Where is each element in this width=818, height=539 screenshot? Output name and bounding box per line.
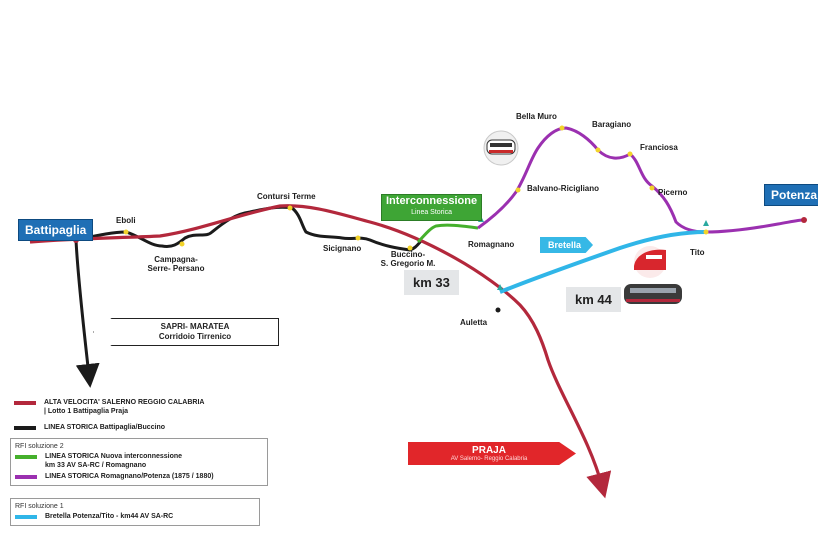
legend-swatch-linea-storica [14, 426, 36, 430]
station-dots [123, 125, 709, 251]
legend-text-interconnessione: LINEA STORICA Nuova interconnessione km … [45, 453, 183, 469]
legend-text-romagnano-potenza: LINEA STORICA Romagnano/Potenza (1875 / … [45, 473, 214, 480]
station-dot-campagna [179, 241, 185, 247]
legend-group-soluzione-2: RFI soluzione 2 LINEA STORICA Nuova inte… [10, 438, 268, 486]
station-dot-bella-muro [559, 125, 565, 131]
interconnessione-line [416, 223, 479, 244]
praja-box: PRAJA AV Salerno- Reggio Calabria [408, 442, 576, 465]
station-label-romagnano: Romagnano [468, 240, 515, 249]
junction-pins [478, 216, 709, 290]
station-dot-buccino [407, 245, 413, 251]
sapri-branch-line [74, 239, 100, 388]
legend-swatch-alta-velocita [14, 401, 36, 405]
auletta-dot [495, 307, 501, 313]
station-label-tito: Tito [690, 248, 705, 257]
station-label-baragiano: Baragiano [592, 120, 632, 129]
train-icon-frecciarossa [634, 246, 666, 278]
train-icon-italo [624, 284, 682, 304]
interconnessione-title: Interconnessione [386, 195, 478, 207]
station-label-franciosa: Franciosa [640, 143, 678, 152]
station-label-contursi: Contursi Terme [257, 192, 316, 201]
legend-swatch-bretella [15, 515, 37, 519]
km-33-box: km 33 [404, 270, 459, 295]
km-44-box: km 44 [566, 287, 621, 312]
legend-swatch-romagnano-potenza [15, 475, 37, 479]
station-label-sicignano: Sicignano [323, 244, 362, 253]
station-label-bella-muro: Bella Muro [516, 112, 557, 121]
pin-km44 [497, 284, 503, 290]
station-dot-tito [703, 229, 709, 235]
sapri-line1: SAPRI- MARATEA [160, 322, 230, 331]
station-label-eboli: Eboli [116, 216, 136, 225]
legend-swatch-interconnessione [15, 455, 37, 459]
station-dot-baragiano [595, 147, 601, 153]
legend-head-soluzione-1: RFI soluzione 1 [15, 503, 64, 510]
station-label-buccino: Buccino- S. Gregorio M. [380, 250, 436, 268]
station-dot-sicignano [355, 235, 361, 241]
interconnessione-subtitle: Linea Storica [411, 209, 452, 216]
legend-row-linea-storica: LINEA STORICA Battipaglia/Buccino [14, 423, 165, 432]
legend-item-bretella: Bretella Potenza/Tito - km44 AV SA-RC [15, 512, 255, 521]
station-dot-contursi [287, 205, 293, 211]
battipaglia-tag: Battipaglia [18, 219, 94, 241]
legend-text-linea-storica: LINEA STORICA Battipaglia/Buccino [44, 424, 166, 431]
train-icon-regional [483, 130, 519, 166]
praja-line1: PRAJA [472, 445, 506, 456]
praja-line2: AV Salerno- Reggio Calabria [450, 456, 528, 462]
bretella-tag: Bretella [540, 237, 594, 253]
legend-row-alta-velocita: ALTA VELOCITA' SALERNO REGGIO CALABRIA |… [14, 398, 204, 416]
station-dot-eboli [123, 229, 129, 235]
station-dot-franciosa [627, 151, 633, 157]
alta-velocita-line [29, 204, 612, 499]
legend-text-bretella: Bretella Potenza/Tito - km44 AV SA-RC [45, 513, 174, 520]
legend-group-soluzione-1: RFI soluzione 1 Bretella Potenza/Tito - … [10, 498, 260, 526]
legend-item-interconnessione: LINEA STORICA Nuova interconnessione km … [15, 452, 263, 470]
legend-head-soluzione-2: RFI soluzione 2 [15, 443, 64, 450]
station-dot-balvano [515, 187, 521, 193]
legend-text-alta-velocita: ALTA VELOCITA' SALERNO REGGIO CALABRIA |… [44, 399, 205, 415]
bretella-line [499, 230, 707, 294]
station-label-campagna: Campagna- Serre- Persano [147, 255, 205, 273]
potenza-dot [801, 217, 807, 223]
station-label-balvano: Balvano-Ricigliano [527, 184, 600, 193]
sapri-line2: Corridoio Tirrenico [158, 332, 232, 341]
pin-tito [703, 220, 709, 226]
interconnessione-tag: Interconnessione Linea Storica [381, 194, 483, 221]
station-dot-picerno [649, 185, 655, 191]
station-label-auletta: Auletta [460, 318, 488, 327]
potenza-tag: Potenza [764, 184, 818, 206]
sapri-maratea-box: SAPRI- MARATEA Corridoio Tirrenico [93, 318, 279, 346]
station-label-picerno: Picerno [658, 188, 688, 197]
legend-item-romagnano-potenza: LINEA STORICA Romagnano/Potenza (1875 / … [15, 472, 263, 481]
